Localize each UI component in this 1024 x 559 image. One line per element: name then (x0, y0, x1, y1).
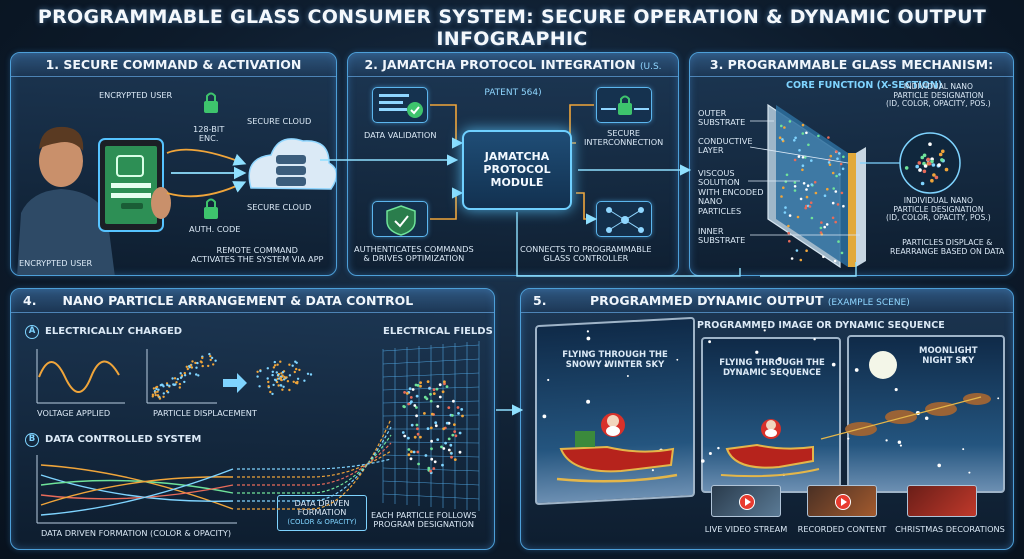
panel-dynamic-output: 5. PROGRAMMED DYNAMIC OUTPUT (EXAMPLE SC… (520, 288, 1014, 550)
secure-cloud-top-label: SECURE CLOUD (247, 116, 312, 126)
lock-icon-bottom (204, 198, 218, 219)
user-hand (151, 187, 171, 219)
voltage-wave (38, 360, 120, 393)
panel-particle-arrangement: 4. NANO PARTICLE ARRANGEMENT & DATA CONT… (10, 288, 495, 550)
electrical-field-grid (382, 341, 480, 511)
panel-2-title-sub: (U.S. PATENT 564) (484, 62, 662, 98)
inner-substrate-label: INNER SUBSTRATE (698, 226, 746, 246)
scene-3-caption: MOONLIGHT NIGHT SKY (919, 346, 978, 366)
encrypted-user-top-label: ENCRYPTED USER (99, 90, 173, 100)
live-video-label: LIVE VIDEO STREAM (704, 524, 788, 534)
data-formation-lines (40, 418, 392, 516)
panel-1-title: 1. SECURE COMMAND & ACTIVATION (11, 53, 336, 77)
user-hair (39, 126, 84, 151)
electrical-fields-label: ELECTRICAL FIELDS (383, 326, 493, 337)
formation-label: DATA DRIVEN FORMATION (COLOR & OPACITY) (41, 528, 232, 538)
reindeer (820, 393, 991, 440)
voltage-applied-label: VOLTAGE APPLIED (37, 408, 111, 418)
magnified-particles (904, 142, 949, 186)
section-a-badge: A (25, 325, 39, 339)
live-video-thumb[interactable] (711, 485, 781, 517)
designation-top-label: INDIVIDUAL NANO PARTICLE DESIGNATION (ID… (886, 82, 991, 109)
data-validation-label: DATA VALIDATION (364, 130, 437, 140)
panel-1-art (17, 92, 336, 275)
recorded-content-thumb[interactable] (807, 485, 877, 517)
tablet-login-button (121, 203, 143, 209)
glass-cross-section (748, 103, 961, 269)
play-icon (739, 494, 755, 510)
formation-box-sub: (COLOR & OPACITY) (287, 517, 357, 526)
panel-secure-command: 1. SECURE COMMAND & ACTIVATION (10, 52, 337, 276)
scene-1-caption: FLYING THROUGH THE SNOWY WINTER SKY (562, 350, 668, 370)
panel-3-subtitle: CORE FUNCTION (X-SECTION) (786, 80, 943, 91)
panel-5-title: 5. PROGRAMMED DYNAMIC OUTPUT (EXAMPLE SC… (521, 289, 1013, 313)
data-controlled-label: DATA CONTROLLED SYSTEM (45, 434, 202, 445)
christmas-decorations-thumb[interactable] (907, 485, 977, 517)
tablet-field-2 (111, 193, 151, 198)
outer-substrate-label: OUTER SUBSTRATE (698, 108, 746, 128)
page-title: PROGRAMMABLE GLASS CONSUMER SYSTEM: SECU… (37, 6, 987, 50)
auth-code-label: AUTH. CODE (189, 224, 241, 234)
encrypted-user-bottom-label: ENCRYPTED USER (19, 258, 93, 268)
particle-scatter-before (151, 352, 217, 400)
panel-3-title: 3. PROGRAMMABLE GLASS MECHANISM: (690, 53, 1013, 77)
remote-command-label: REMOTE COMMAND ACTIVATES THE SYSTEM via … (191, 245, 324, 265)
user-shirt (17, 189, 115, 275)
panel-2-arrows (430, 104, 598, 225)
displace-label: PARTICLES DISPLACE & REARRANGE based on … (890, 238, 1005, 256)
nano-particles (778, 120, 845, 263)
panel-5-art (542, 329, 1000, 483)
scene-2-caption: FLYING THROUGH THE DYNAMIC SEQUENCE (719, 358, 825, 378)
conductive-layer (848, 153, 856, 267)
designation-bottom-label: INDIVIDUAL NANO PARTICLE DESIGNATION (ID… (886, 196, 991, 223)
formation-box-label: DATA DRIVEN FORMATION (294, 498, 350, 518)
authenticates-label: AUTHENTICATES COMMANDS & DRIVES OPTIMIZA… (354, 244, 474, 264)
moon (869, 351, 897, 379)
enc-label: 128-BIT ENC. (193, 124, 225, 144)
particle-displacement-label: PARTICLE DISPLACEMENT (153, 408, 257, 418)
shield-icon (372, 201, 428, 237)
panel-5-subtitle: PROGRAMMED IMAGE OR DYNAMIC SEQUENCE (697, 320, 945, 331)
sleigh-1 (556, 413, 678, 483)
electrically-charged-label: ELECTRICALLY CHARGED (45, 326, 183, 337)
panel-4-art (36, 341, 480, 524)
tablet-lock-icon (116, 155, 144, 177)
panel-glass-mechanism: 3. PROGRAMMABLE GLASS MECHANISM: CORE FU… (689, 52, 1014, 276)
panel-2-title-main: 2. JAMATCHA PROTOCOL INTEGRATION (364, 57, 636, 72)
recorded-content-label: RECORDED CONTENT (797, 524, 887, 534)
conductive-layer-label: CONDUCTIVE LAYER (698, 136, 753, 156)
panel-2-title: 2. JAMATCHA PROTOCOL INTEGRATION (U.S. P… (348, 53, 678, 98)
viscous-solution-label: VISCOUS SOLUTION WITH ENCODED NANO PARTI… (698, 168, 764, 216)
panel-5-title-sub: (EXAMPLE SCENE) (827, 298, 910, 308)
play-icon (835, 494, 851, 510)
panel-5-title-main: 5. PROGRAMMED DYNAMIC OUTPUT (533, 293, 824, 308)
cloud-icon (248, 138, 336, 190)
christmas-decorations-label: CHRISTMAS DECORATIONS (895, 524, 1005, 534)
particle-scatter-after (256, 360, 313, 396)
secure-cloud-bottom-label: SECURE CLOUD (247, 202, 312, 212)
inner-substrate-layer (856, 147, 866, 267)
sleigh-2 (720, 419, 820, 478)
data-validation-icon (372, 87, 428, 123)
secure-interconnection-icon (596, 87, 652, 123)
lock-icon-top (204, 92, 218, 113)
secure-interconnection-label: SECURE INTERCONNECTION (584, 128, 664, 148)
displacement-arrow (223, 373, 247, 393)
tablet-field-1 (111, 183, 151, 188)
user-head (39, 135, 83, 187)
section-b-badge: B (25, 433, 39, 447)
jamatcha-protocol-module: JAMATCHA PROTOCOL MODULE (462, 130, 572, 210)
panel-4-title: 4. NANO PARTICLE ARRANGEMENT & DATA CONT… (11, 289, 494, 313)
each-particle-label: EACH PARTICLE FOLLOWS PROGRAM DESIGNATIO… (371, 510, 477, 530)
